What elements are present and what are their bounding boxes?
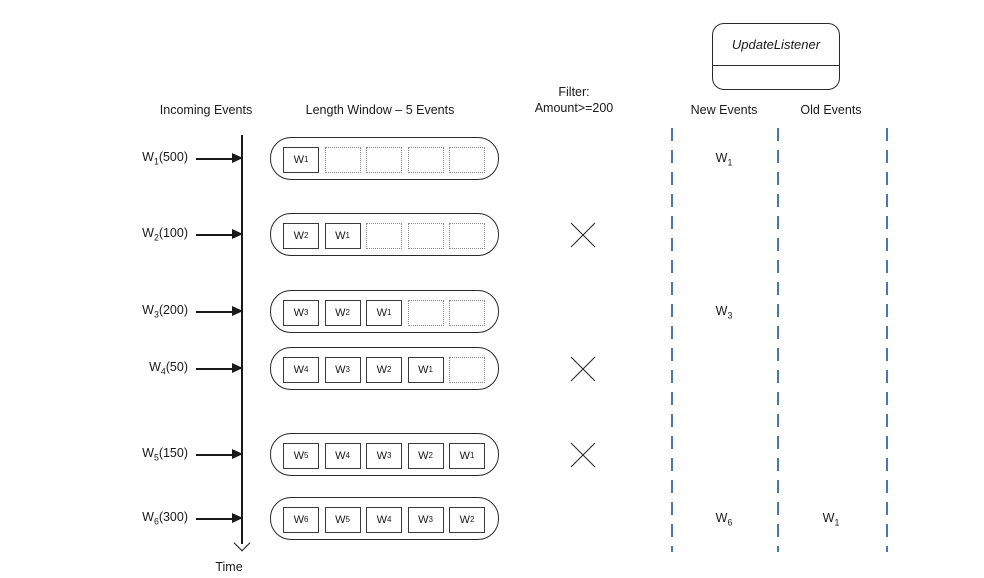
- update-listener-box: UpdateListener: [712, 23, 840, 90]
- window-slot: [407, 146, 444, 173]
- event-arrow-line: [196, 234, 233, 236]
- dashed-column-line: [886, 128, 888, 552]
- window-slot: [407, 299, 444, 326]
- event-arrow-line: [196, 518, 233, 520]
- event-arrowhead-icon: [232, 449, 243, 459]
- incoming-event-label: W5(150): [142, 446, 188, 463]
- event-arrowhead-icon: [232, 229, 243, 239]
- incoming-events-header: Incoming Events: [159, 103, 253, 117]
- old-event-label: W1: [822, 511, 840, 528]
- window-slot: [324, 146, 361, 173]
- incoming-event-label: W4(50): [149, 360, 188, 377]
- incoming-event-label: W6(300): [142, 510, 188, 527]
- filter-header: Filter: Amount>=200: [514, 84, 634, 116]
- window-slot: [407, 222, 444, 249]
- filter-reject-icon: [570, 442, 596, 468]
- window-slot: [449, 299, 485, 326]
- event-arrow-line: [196, 158, 233, 160]
- event-arrowhead-icon: [232, 363, 243, 373]
- window-slot: [366, 146, 402, 173]
- window-slot: [449, 146, 485, 173]
- window-slot: [449, 222, 485, 249]
- new-events-header: New Events: [690, 103, 758, 117]
- incoming-event-label: W2(100): [142, 226, 188, 243]
- window-slot: [449, 356, 485, 383]
- old-events-header: Old Events: [800, 103, 862, 117]
- filter-reject-icon: [570, 356, 596, 382]
- new-event-label: W6: [715, 511, 733, 528]
- filter-header-line2: Amount>=200: [534, 101, 614, 115]
- event-arrowhead-icon: [232, 513, 243, 523]
- event-arrowhead-icon: [232, 306, 243, 316]
- new-event-label: W3: [715, 304, 733, 321]
- listener-divider-line: [713, 65, 839, 66]
- time-axis: [241, 135, 243, 544]
- event-arrow-line: [196, 368, 233, 370]
- event-arrow-line: [196, 454, 233, 456]
- new-event-label: W1: [715, 151, 733, 168]
- time-label: Time: [215, 560, 243, 574]
- filter-header-line1: Filter:: [558, 85, 590, 99]
- dashed-column-line: [671, 128, 673, 552]
- event-arrowhead-icon: [232, 153, 243, 163]
- window-slot: [366, 222, 402, 249]
- incoming-event-label: W1(500): [142, 150, 188, 167]
- filter-reject-icon: [570, 222, 596, 248]
- dashed-column-line: [777, 128, 779, 552]
- incoming-event-label: W3(200): [142, 303, 188, 320]
- event-arrow-line: [196, 311, 233, 313]
- length-window-header: Length Window – 5 Events: [305, 103, 455, 117]
- update-listener-label: UpdateListener: [731, 37, 821, 52]
